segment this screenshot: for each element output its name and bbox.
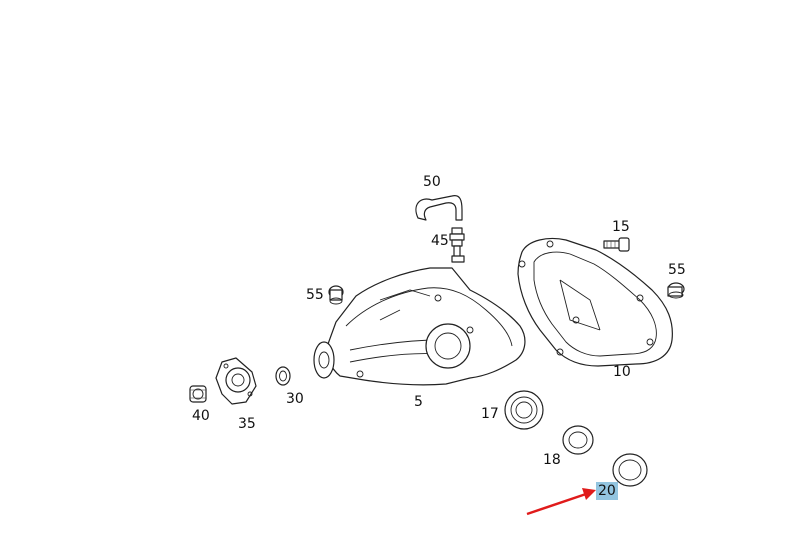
ball-bearing-part[interactable]: [504, 390, 544, 430]
breather-hose-part[interactable]: [415, 195, 463, 221]
callout-40[interactable]: 40: [192, 408, 210, 424]
callout-55-left[interactable]: 55: [306, 287, 324, 303]
flange-part[interactable]: [215, 357, 257, 405]
plug-left-part[interactable]: [328, 285, 344, 305]
callout-10[interactable]: 10: [613, 364, 631, 380]
vent-valve-part[interactable]: [449, 227, 465, 263]
callout-35[interactable]: 35: [238, 416, 256, 432]
callout-55-right[interactable]: 55: [668, 262, 686, 278]
callout-18[interactable]: 18: [543, 452, 561, 468]
collar-nut-part[interactable]: [189, 385, 207, 403]
callout-30[interactable]: 30: [286, 391, 304, 407]
transfer-case-housing-part[interactable]: [313, 267, 526, 386]
bolt-part[interactable]: [603, 237, 630, 252]
sealing-ring-part[interactable]: [612, 453, 648, 487]
shaft-seal-part[interactable]: [562, 425, 594, 455]
callout-5[interactable]: 5: [414, 394, 423, 410]
housing-cover-part[interactable]: [517, 237, 673, 367]
plug-right-part[interactable]: [667, 282, 685, 299]
flange-seal-part[interactable]: [275, 366, 291, 386]
callout-20-highlighted[interactable]: 20: [596, 482, 618, 500]
callout-45[interactable]: 45: [431, 233, 449, 249]
callout-17[interactable]: 17: [481, 406, 499, 422]
callout-15[interactable]: 15: [612, 219, 630, 235]
red-arrow-icon: [526, 488, 596, 516]
callout-50[interactable]: 50: [423, 174, 441, 190]
